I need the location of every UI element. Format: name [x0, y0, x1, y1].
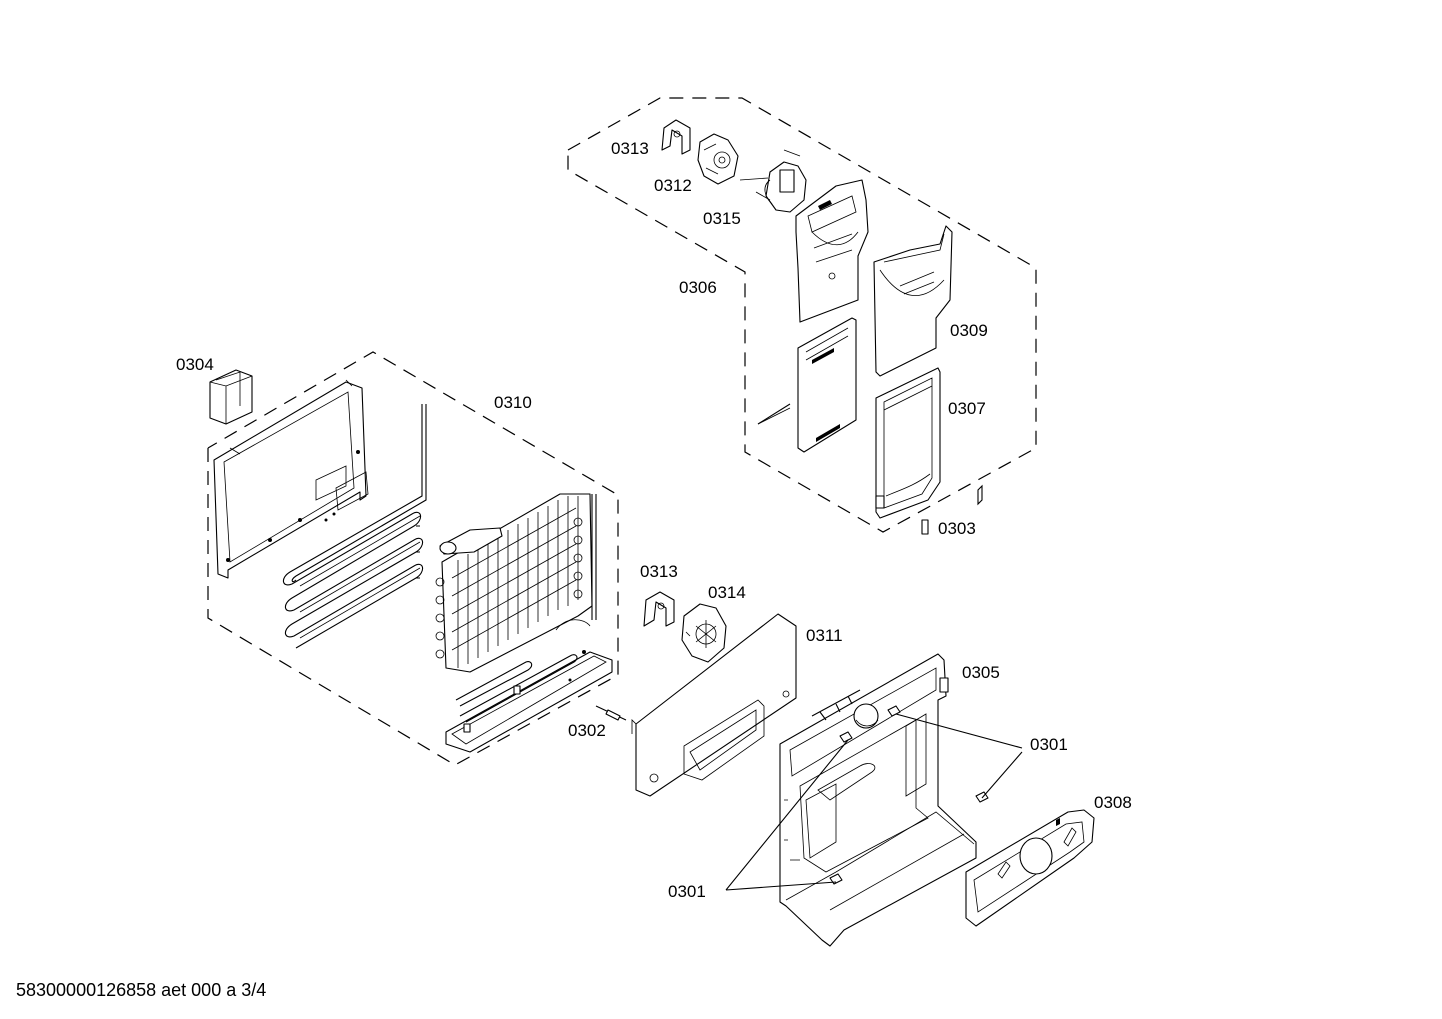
motor-0312[interactable] — [697, 133, 739, 185]
label-0313-mid: 0313 — [640, 562, 678, 581]
panel-0307[interactable] — [875, 367, 941, 519]
pin-0302[interactable] — [595, 705, 627, 721]
duct-cover-upper[interactable] — [795, 179, 869, 323]
evaporator-coil[interactable] — [435, 493, 597, 673]
label-0303: 0303 — [938, 519, 976, 538]
group-outline-left — [207, 351, 619, 766]
label-0301-left: 0301 — [668, 882, 706, 901]
label-0311: 0311 — [806, 626, 843, 645]
panel-0309[interactable] — [873, 225, 953, 377]
label-0315: 0315 — [703, 209, 741, 228]
label-0305: 0305 — [962, 663, 1000, 682]
label-0304: 0304 — [176, 355, 214, 374]
label-0306: 0306 — [679, 278, 717, 297]
screw-0301-b[interactable] — [839, 731, 853, 743]
part-labels: 0313 0312 0315 0306 0309 0307 0303 0304 … — [176, 139, 1132, 901]
label-0301-right: 0301 — [1030, 735, 1068, 754]
label-0309: 0309 — [950, 321, 988, 340]
label-0312: 0312 — [654, 176, 692, 195]
clip-0303[interactable] — [921, 484, 983, 535]
bracket-0313-top[interactable] — [661, 119, 691, 155]
label-0308: 0308 — [1094, 793, 1132, 812]
duct-cover-middle[interactable] — [757, 317, 857, 453]
control-panel-0308[interactable] — [965, 809, 1095, 927]
bracket-0313-mid[interactable] — [643, 591, 675, 627]
label-0314: 0314 — [708, 583, 746, 602]
screw-0301-a[interactable] — [887, 705, 901, 717]
drain-tray[interactable] — [445, 650, 613, 753]
cover-plate-0311[interactable] — [631, 613, 797, 797]
group-outline-upper — [567, 97, 1037, 533]
label-0313-top: 0313 — [611, 139, 649, 158]
document-reference: 58300000126858 aet 000 a 3/4 — [16, 980, 267, 1000]
fan-motor-0314[interactable] — [681, 603, 727, 663]
back-plate[interactable] — [213, 379, 369, 579]
label-0302: 0302 — [568, 721, 606, 740]
leader-lines — [725, 713, 1023, 891]
holder-0304[interactable] — [209, 369, 253, 425]
frame-0305[interactable] — [779, 653, 977, 947]
label-0307: 0307 — [948, 399, 986, 418]
damper-0315[interactable] — [739, 149, 807, 213]
label-0310: 0310 — [494, 393, 532, 412]
heater-tube[interactable] — [282, 404, 427, 649]
